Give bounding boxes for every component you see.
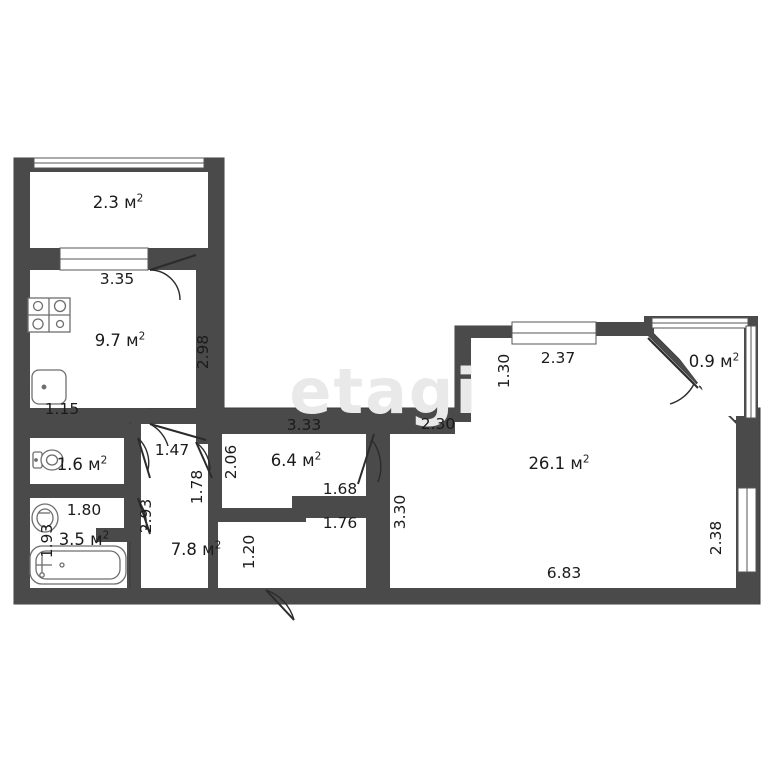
dimension-3-33: 3.33 <box>286 416 322 434</box>
room-label-balcony-right: 0.9 м2 <box>688 351 740 371</box>
room-label-hallway: 7.8 м2 <box>170 539 222 559</box>
toilet-icon <box>32 449 64 471</box>
dimension-3-35: 3.35 <box>99 270 135 288</box>
room-label-bathroom: 3.5 м2 <box>58 529 110 549</box>
dimension-2-93: 2.93 <box>137 498 155 534</box>
washbasin-icon <box>31 503 59 533</box>
kitchen-sink-icon <box>31 369 67 405</box>
room-label-toilet: 1.6 м2 <box>56 454 108 474</box>
door-hallway-middle <box>149 423 207 447</box>
dimension-2-38: 2.38 <box>707 520 725 556</box>
room-label-living-room: 26.1 м2 <box>528 453 590 473</box>
dimension-1-76: 1.76 <box>322 514 358 532</box>
doors <box>137 254 699 621</box>
dimension-2-37: 2.37 <box>540 349 576 367</box>
room-label-balcony-top: 2.3 м2 <box>92 192 144 212</box>
window-kitchen <box>59 247 149 271</box>
room-label-kitchen: 9.7 м2 <box>94 330 146 350</box>
window-living-right <box>737 487 757 573</box>
fixtures <box>27 297 127 585</box>
dimension-1-78: 1.78 <box>188 469 206 505</box>
bathtub-icon <box>29 545 127 585</box>
door-toilet <box>137 437 151 479</box>
window-balcony-right <box>651 317 749 329</box>
stove-icon <box>27 297 71 333</box>
dimension-1-47: 1.47 <box>154 441 190 459</box>
window-balcony-top <box>33 157 205 169</box>
dimension-2-30: 2.30 <box>420 415 456 433</box>
window-balcony-right-side <box>745 325 757 419</box>
door-middle-upper <box>195 441 213 479</box>
window-living-top <box>511 321 597 345</box>
room-label-room-middle: 6.4 м2 <box>270 450 322 470</box>
dimension-2-06: 2.06 <box>222 444 240 480</box>
door-bathroom <box>137 497 151 535</box>
dimension-1-30: 1.30 <box>495 353 513 389</box>
dimension-1-15: 1.15 <box>44 400 80 418</box>
dimension-1-80: 1.80 <box>66 501 102 519</box>
dimension-6-83: 6.83 <box>546 564 582 582</box>
door-middle-living <box>357 433 382 485</box>
door-entrance <box>265 589 295 621</box>
dimension-1-68: 1.68 <box>322 480 358 498</box>
dimension-1-93: 1.93 <box>38 523 56 559</box>
door-balcony-right <box>647 337 699 405</box>
dimension-1-20: 1.20 <box>240 534 258 570</box>
door-kitchen <box>149 254 197 301</box>
dimension-2-98: 2.98 <box>194 334 212 370</box>
windows <box>33 157 757 573</box>
dimension-3-30: 3.30 <box>391 494 409 530</box>
